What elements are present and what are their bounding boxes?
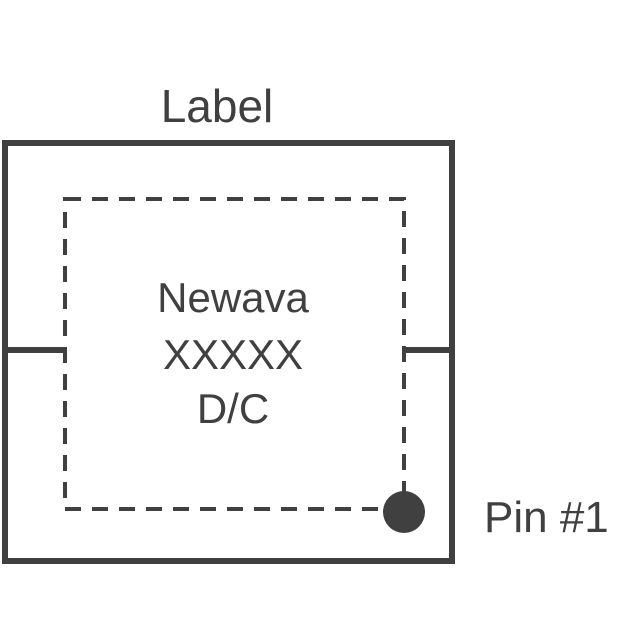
marking-line-part-number: XXXXX [163, 331, 303, 378]
marking-line-date-code: D/C [197, 385, 269, 432]
pin1-indicator-dot [383, 491, 425, 533]
pin1-label: Pin #1 [484, 493, 609, 542]
marking-line-brand: Newava [157, 274, 309, 321]
diagram-title: Label [161, 80, 274, 132]
marking-area-outline [63, 197, 406, 511]
